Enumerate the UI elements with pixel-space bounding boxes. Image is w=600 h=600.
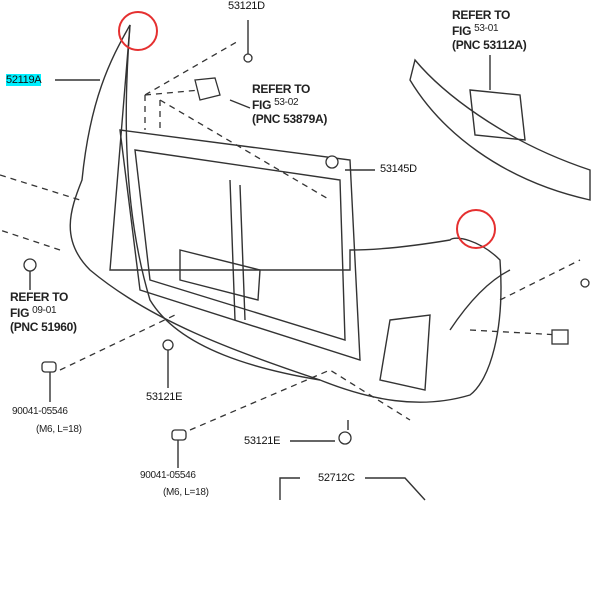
part-label-53145d[interactable]: 53145D	[380, 163, 417, 175]
part-label-53121e-left[interactable]: 53121E	[146, 391, 183, 403]
bolt-center-spec: (M6, L=18)	[163, 487, 209, 498]
grille-outline	[409, 58, 591, 201]
reference-53-02[interactable]: REFER TO FIG 53-02 (PNC 53879A)	[252, 82, 328, 126]
part-label-bolt-center[interactable]: 90041-05546	[140, 470, 196, 481]
part-label-53121d[interactable]: 53121D	[228, 0, 265, 12]
part-label-bumper-cover[interactable]: 52119A	[6, 74, 42, 86]
bolt-left-spec: (M6, L=18)	[36, 424, 82, 435]
highlight-circle-right	[456, 209, 496, 249]
reference-53-01[interactable]: REFER TO FIG 53-01 (PNC 53112A)	[452, 8, 527, 52]
reference-09-01[interactable]: REFER TO FIG 09-01 (PNC 51960)	[10, 290, 77, 334]
part-label-53121e-bottom[interactable]: 53121E	[244, 435, 281, 447]
part-label-bolt-left[interactable]: 90041-05546	[12, 406, 68, 417]
part-label-52712c[interactable]: 52712C	[318, 472, 355, 484]
bumper-cover-outline	[69, 24, 502, 403]
highlight-circle-top	[118, 11, 158, 51]
